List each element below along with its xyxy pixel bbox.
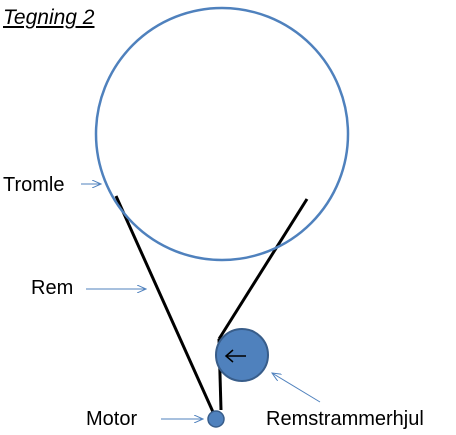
drum-label: Tromle bbox=[3, 174, 65, 196]
belt-left-segment bbox=[114, 195, 215, 413]
drawing-title: Tegning 2 bbox=[3, 6, 95, 29]
belt-right-segment bbox=[217, 198, 309, 340]
tensioner-pointer-arrow bbox=[272, 373, 321, 403]
tensioner-direction-arrowhead bbox=[224, 349, 234, 363]
tensioner-label: Remstrammerhjul bbox=[266, 408, 424, 430]
motor-label: Motor bbox=[86, 408, 138, 430]
belt-label: Rem bbox=[31, 277, 74, 299]
motor-pulley bbox=[207, 410, 225, 428]
tensioner-pulley bbox=[215, 328, 269, 382]
drum-circle bbox=[94, 6, 350, 262]
